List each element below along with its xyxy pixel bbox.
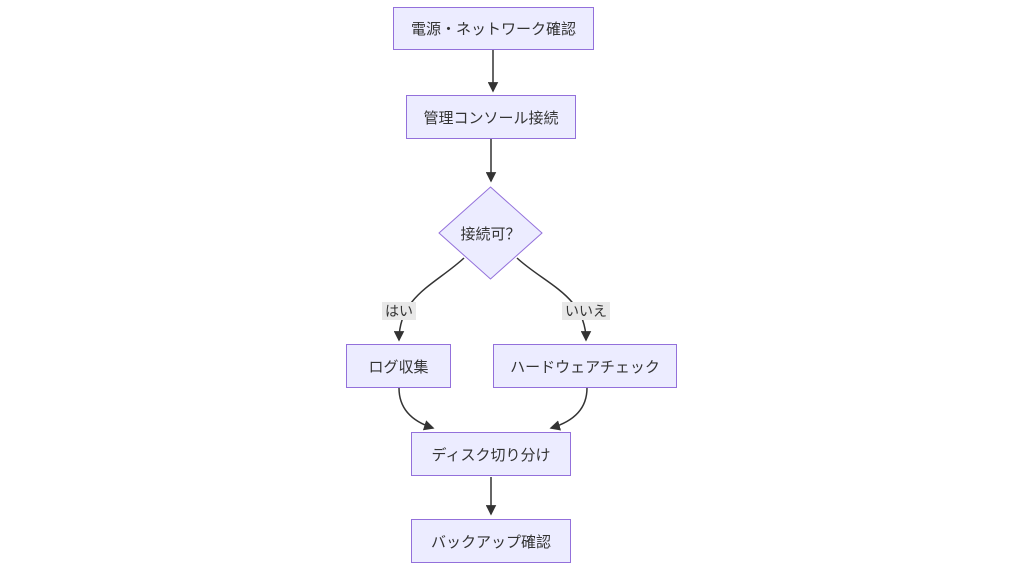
edge-logs-to-disk bbox=[398, 387, 435, 431]
edge-label-no: いいえ bbox=[562, 302, 610, 320]
node-label-logs: ログ収集 bbox=[368, 358, 429, 376]
edge-label-yes: はい bbox=[382, 302, 416, 320]
node-label-backup: バックアップ確認 bbox=[430, 533, 551, 551]
node-power-network-check: 電源・ネットワーク確認 bbox=[393, 7, 594, 50]
node-label-hardware: ハードウェアチェック bbox=[510, 358, 660, 376]
node-log-collection: ログ収集 bbox=[346, 344, 451, 388]
node-label-console: 管理コンソール接続 bbox=[423, 109, 559, 127]
node-disk-isolation: ディスク切り分け bbox=[411, 432, 571, 476]
node-hardware-check: ハードウェアチェック bbox=[493, 344, 677, 388]
diamond-shape bbox=[438, 186, 543, 280]
node-decision-connectable: 接続可？ bbox=[438, 186, 543, 280]
edge-hardware-to-disk bbox=[549, 387, 588, 431]
node-backup-check: バックアップ確認 bbox=[411, 519, 571, 563]
node-label-disk: ディスク切り分け bbox=[431, 446, 551, 464]
node-label-power: 電源・ネットワーク確認 bbox=[410, 21, 576, 38]
node-management-console: 管理コンソール接続 bbox=[406, 95, 576, 139]
node-label-decision: 接続可？ bbox=[460, 225, 521, 243]
